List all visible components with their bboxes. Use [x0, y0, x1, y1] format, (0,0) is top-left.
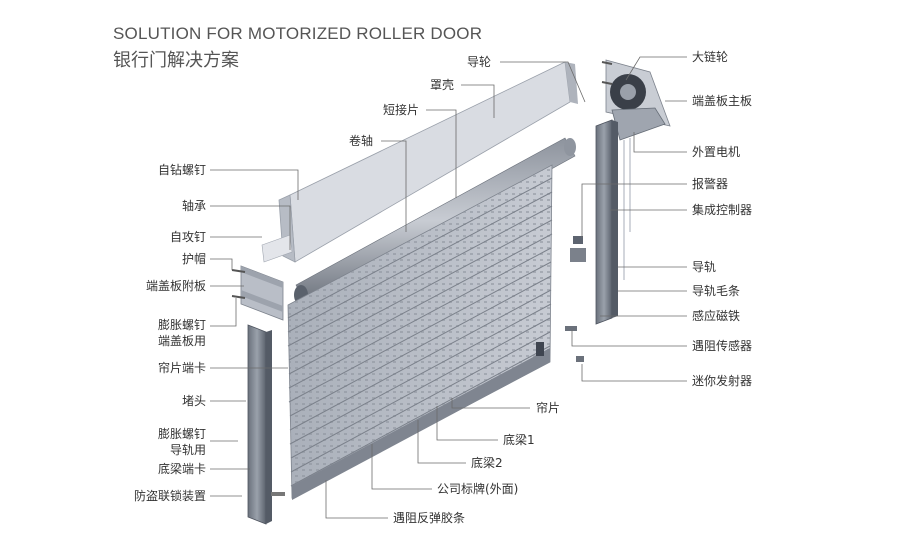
label-mini-transmitter: 迷你发射器 [692, 374, 753, 388]
mini-transmitter-component [576, 356, 584, 362]
title-chinese: 银行门解决方案 [113, 50, 239, 71]
label-bottom-beam-clip: 底梁端卡 [157, 462, 206, 476]
label-self-drilling-screw: 自钻螺钉 [157, 163, 206, 177]
left-end-bracket [231, 265, 284, 321]
left-guide-rail [247, 324, 285, 525]
label-roller-shaft: 卷轴 [349, 134, 374, 148]
label-anti-theft-lock: 防盗联锁装置 [133, 489, 206, 503]
alarm-component [573, 236, 583, 244]
label-short-connector: 短接片 [383, 103, 420, 117]
label-bottom-beam-2: 底梁2 [471, 456, 503, 470]
label-company-plate: 公司标牌(外面) [437, 482, 519, 496]
label-end-plate-aux: 端盖板附板 [145, 279, 206, 293]
title-english: SOLUTION FOR MOTORIZED ROLLER DOOR [113, 24, 483, 43]
label-end-plug: 堵头 [181, 394, 206, 408]
label-guide-rail: 导轨 [692, 260, 717, 274]
label-large-sprocket: 大链轮 [692, 50, 729, 64]
label-sensor-magnet: 感应磁铁 [692, 309, 741, 323]
label-alarm: 报警器 [692, 177, 729, 191]
cover-hood [261, 61, 578, 263]
label-external-motor: 外置电机 [692, 145, 741, 159]
label-bearing: 轴承 [181, 199, 206, 213]
right-guide-rail [595, 119, 631, 325]
label-for-guide-rail: 导轨用 [169, 443, 206, 457]
label-rail-brush: 导轨毛条 [692, 284, 741, 298]
label-guide-wheel: 导轮 [467, 55, 492, 69]
label-tapping-screw: 自攻钉 [169, 230, 206, 244]
label-expansion-bolt-1: 膨胀螺钉 [157, 318, 206, 332]
label-bottom-beam-1: 底梁1 [503, 433, 535, 447]
label-protective-cap: 护帽 [181, 252, 206, 266]
label-rebound-strip: 遇阻反弹胶条 [393, 511, 466, 525]
label-obstacle-sensor: 遇阻传感器 [692, 339, 753, 353]
label-expansion-bolt-2: 膨胀螺钉 [157, 427, 206, 441]
label-end-plate-main: 端盖板主板 [692, 94, 753, 108]
magnet-component [565, 326, 577, 331]
label-cover: 罩壳 [430, 78, 455, 92]
curtain-slats [287, 164, 553, 500]
motor-assembly [601, 59, 671, 141]
label-curtain-slat: 帘片 [536, 401, 561, 415]
controller-component [570, 248, 586, 262]
label-integrated-controller: 集成控制器 [692, 203, 753, 217]
label-curtain-end-clip: 帘片端卡 [157, 361, 206, 375]
leader-lines [210, 56, 687, 519]
label-for-end-plate: 端盖板用 [157, 334, 206, 348]
